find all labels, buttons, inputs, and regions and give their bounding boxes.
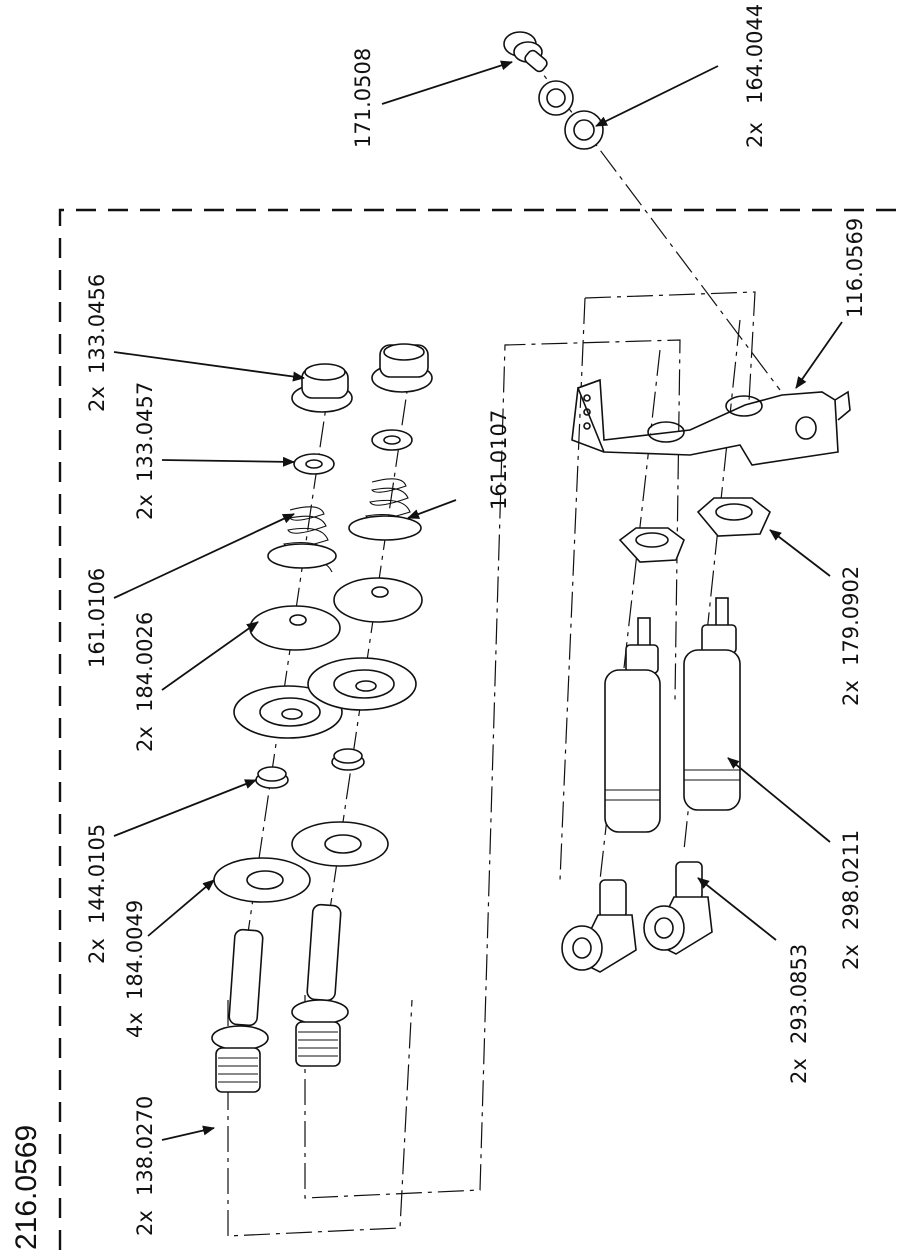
washer-133-0457-part bbox=[293, 429, 413, 475]
callout-138-0270-qty: 2x bbox=[133, 1210, 157, 1236]
callout-labels: 171.0508 2x 164.0044 116.0569 2x 133.045… bbox=[85, 4, 867, 1236]
assembly-boundary bbox=[58, 208, 905, 1250]
spring-161-0106-part bbox=[267, 506, 337, 573]
elbow-fitting-293-0853-part bbox=[561, 861, 713, 973]
callout-293-0853-number: 293.0853 bbox=[787, 944, 811, 1044]
callout-133-0456-number: 133.0456 bbox=[85, 274, 109, 374]
callout-164-0044-qty: 2x bbox=[743, 122, 767, 148]
callout-179-0902-qty: 2x bbox=[839, 680, 863, 706]
assembly-number-title: 216.0569 bbox=[10, 1125, 43, 1250]
plug-138-0270-part bbox=[211, 903, 349, 1093]
callout-184-0026-qty: 2x bbox=[133, 726, 157, 752]
cylinder-298-0211-part bbox=[604, 597, 741, 833]
leader-lines bbox=[113, 60, 843, 1141]
callout-184-0049-qty: 4x bbox=[123, 1012, 147, 1038]
callout-184-0026-number: 184.0026 bbox=[133, 612, 157, 712]
nut-179-0902-part bbox=[618, 497, 771, 563]
bracket-116-0569-part bbox=[571, 378, 851, 466]
callout-133-0457-number: 133.0457 bbox=[133, 382, 157, 482]
spring-161-0107-part bbox=[348, 478, 422, 541]
callout-161-0106-number: 161.0106 bbox=[85, 568, 109, 668]
callout-133-0457-qty: 2x bbox=[133, 494, 157, 520]
plate-184-0026-part bbox=[249, 577, 423, 651]
callout-144-0105-number: 144.0105 bbox=[85, 824, 109, 924]
callout-171-0508-number: 171.0508 bbox=[351, 48, 375, 148]
callout-179-0902-number: 179.0902 bbox=[839, 566, 863, 666]
callout-184-0049-number: 184.0049 bbox=[123, 900, 147, 1000]
callout-298-0211-number: 298.0211 bbox=[839, 830, 863, 930]
cup-184-0049-part bbox=[213, 821, 389, 903]
diaphragm-part bbox=[233, 657, 417, 739]
screw-171-0508-part bbox=[503, 31, 548, 73]
lock-washer-164-0044-part bbox=[538, 80, 604, 150]
callout-161-0107-number: 161.0107 bbox=[487, 410, 511, 510]
callout-298-0211-qty: 2x bbox=[839, 944, 863, 970]
callout-293-0853-qty: 2x bbox=[787, 1058, 811, 1084]
callout-138-0270-number: 138.0270 bbox=[133, 1096, 157, 1196]
callout-144-0105-qty: 2x bbox=[85, 938, 109, 964]
callout-116-0569-number: 116.0569 bbox=[843, 218, 867, 318]
ring-144-0105-part bbox=[255, 748, 365, 789]
callout-164-0044-number: 164.0044 bbox=[743, 4, 767, 104]
callout-133-0456-qty: 2x bbox=[85, 386, 109, 412]
cap-133-0456-part bbox=[291, 343, 433, 413]
